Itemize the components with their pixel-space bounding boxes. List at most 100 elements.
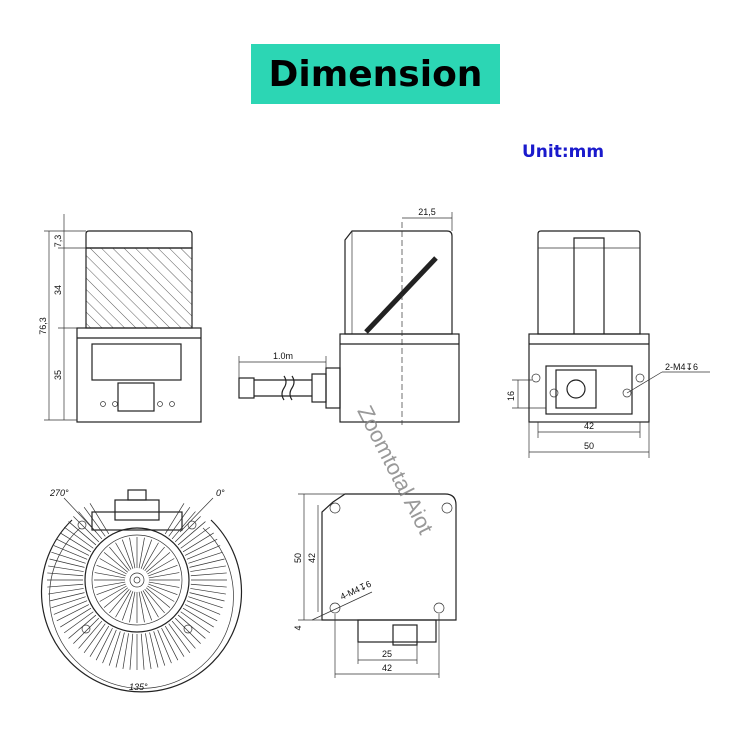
rotor-spoke bbox=[78, 511, 103, 540]
rotor-inner-spoke bbox=[144, 546, 165, 572]
rotor-spoke bbox=[190, 565, 226, 572]
rotor-inner-spoke bbox=[94, 572, 126, 579]
rotor-inner-spoke bbox=[140, 539, 153, 569]
rotor-spoke bbox=[83, 506, 106, 537]
rotor-inner-spoke bbox=[148, 581, 180, 588]
rotor-inner-spoke bbox=[99, 585, 127, 602]
rotor-inner-spoke bbox=[94, 581, 126, 588]
back-view: 16 42 50 2-M4↧6 bbox=[506, 230, 710, 458]
rotor-spoke bbox=[68, 521, 97, 546]
rotor-spoke bbox=[47, 572, 84, 577]
rotor-spoke bbox=[190, 583, 227, 588]
rotor-inner-spoke bbox=[96, 583, 126, 596]
rotor-spoke bbox=[149, 632, 159, 668]
rotor-spoke bbox=[161, 627, 179, 661]
dim-bottom-v2: 42 bbox=[307, 553, 317, 563]
rotor-spoke bbox=[73, 617, 100, 644]
rotor-spoke bbox=[83, 623, 106, 654]
rotor-spoke bbox=[51, 596, 86, 609]
rotor-spoke bbox=[174, 516, 201, 543]
rotor-spoke bbox=[182, 532, 214, 553]
side-view: 21,5 1.0m bbox=[238, 207, 460, 425]
rotor-spoke bbox=[164, 625, 185, 657]
angle-270-label: 270° bbox=[49, 488, 69, 498]
dim-bottom-h2: 42 bbox=[382, 663, 392, 673]
rotor-spoke bbox=[171, 620, 196, 649]
rotor-spoke bbox=[180, 526, 211, 549]
dim-back-height: 16 bbox=[506, 391, 516, 401]
rotor-spoke bbox=[182, 607, 214, 628]
rotor-spoke bbox=[186, 545, 221, 560]
dim-bottom-h1: 25 bbox=[382, 649, 392, 659]
rotor-spoke bbox=[51, 551, 86, 564]
rotor-spoke bbox=[168, 506, 191, 537]
rotor-spoke bbox=[180, 611, 211, 634]
rotor-spoke bbox=[184, 604, 218, 622]
top-view: 270° 0° 135° bbox=[40, 488, 243, 693]
rotor-spoke bbox=[171, 511, 196, 540]
rotor-spoke bbox=[47, 583, 84, 588]
rotor-spoke bbox=[102, 629, 117, 664]
rotor-spoke bbox=[177, 614, 206, 639]
rotor-spoke bbox=[174, 617, 201, 644]
rotor-spoke bbox=[73, 516, 100, 543]
rotor-spoke bbox=[190, 588, 226, 595]
rotor-inner-spoke bbox=[103, 587, 129, 608]
rotor-inner-spoke bbox=[142, 542, 159, 570]
rotor-spoke bbox=[190, 572, 227, 577]
rotor-spoke bbox=[49, 592, 85, 602]
back-screw-label: 2-M4↧6 bbox=[665, 362, 698, 372]
dim-side-top: 21,5 bbox=[418, 207, 436, 217]
rotor-spoke bbox=[115, 632, 125, 668]
rotor-spoke bbox=[78, 620, 103, 649]
rotor-spoke bbox=[164, 503, 185, 535]
dim-front-h3: 35 bbox=[53, 370, 63, 380]
rotor-inner-spoke bbox=[96, 564, 126, 577]
rotor-inner-spoke bbox=[99, 558, 127, 575]
rotor-inner-spoke bbox=[148, 583, 178, 596]
rotor-spoke bbox=[89, 625, 110, 657]
rotor-spoke bbox=[188, 551, 223, 564]
rotor-spoke bbox=[189, 558, 225, 568]
rotor-spoke bbox=[49, 558, 85, 568]
rotor-inner-spoke bbox=[142, 590, 159, 618]
rotor-spoke bbox=[177, 521, 206, 546]
dim-bottom-v1: 50 bbox=[293, 553, 303, 563]
dim-front-h2: 34 bbox=[53, 285, 63, 295]
rotor-spoke bbox=[56, 604, 90, 622]
unit-label: Unit:mm bbox=[522, 142, 605, 162]
dim-bottom-v3: 4 bbox=[293, 625, 303, 630]
rotor-inner-spoke bbox=[148, 564, 178, 577]
rotor-spoke bbox=[60, 532, 92, 553]
rotor-spoke bbox=[129, 633, 134, 670]
rotor-spoke bbox=[95, 627, 113, 661]
rotor-inner-spoke bbox=[138, 591, 145, 623]
rotor-spoke bbox=[68, 614, 97, 639]
rotor-inner-spoke bbox=[148, 572, 180, 579]
rotor-inner-spoke bbox=[109, 588, 130, 614]
rotor-spoke bbox=[60, 607, 92, 628]
dim-front-h1: 7,3 bbox=[53, 235, 63, 248]
rotor-spoke bbox=[63, 526, 94, 549]
rotor-spoke bbox=[145, 633, 152, 669]
rotor-inner-spoke bbox=[147, 585, 175, 602]
angle-135-label: 135° bbox=[129, 682, 148, 692]
rotor-spoke bbox=[63, 611, 94, 634]
rotor-inner-spoke bbox=[145, 587, 171, 608]
rotor-inner-spoke bbox=[121, 539, 134, 569]
rotor-spoke bbox=[186, 600, 221, 615]
dim-back-inner: 42 bbox=[584, 421, 594, 431]
title-banner: Dimension bbox=[251, 44, 500, 104]
rotor-inner-spoke bbox=[140, 591, 153, 621]
rotor-spoke bbox=[184, 538, 218, 556]
rotor-inner-spoke bbox=[147, 558, 175, 575]
rotor-spoke bbox=[122, 633, 129, 669]
rotor-spokes bbox=[47, 503, 227, 670]
rotor-spoke bbox=[153, 631, 166, 666]
dim-front-total: 76,3 bbox=[38, 317, 48, 335]
dim-cable: 1.0m bbox=[273, 351, 293, 361]
rotor-spoke bbox=[48, 565, 84, 572]
rotor-spoke bbox=[53, 600, 88, 615]
rotor-inner-spoke bbox=[144, 588, 165, 614]
rotor-spoke bbox=[140, 633, 145, 670]
